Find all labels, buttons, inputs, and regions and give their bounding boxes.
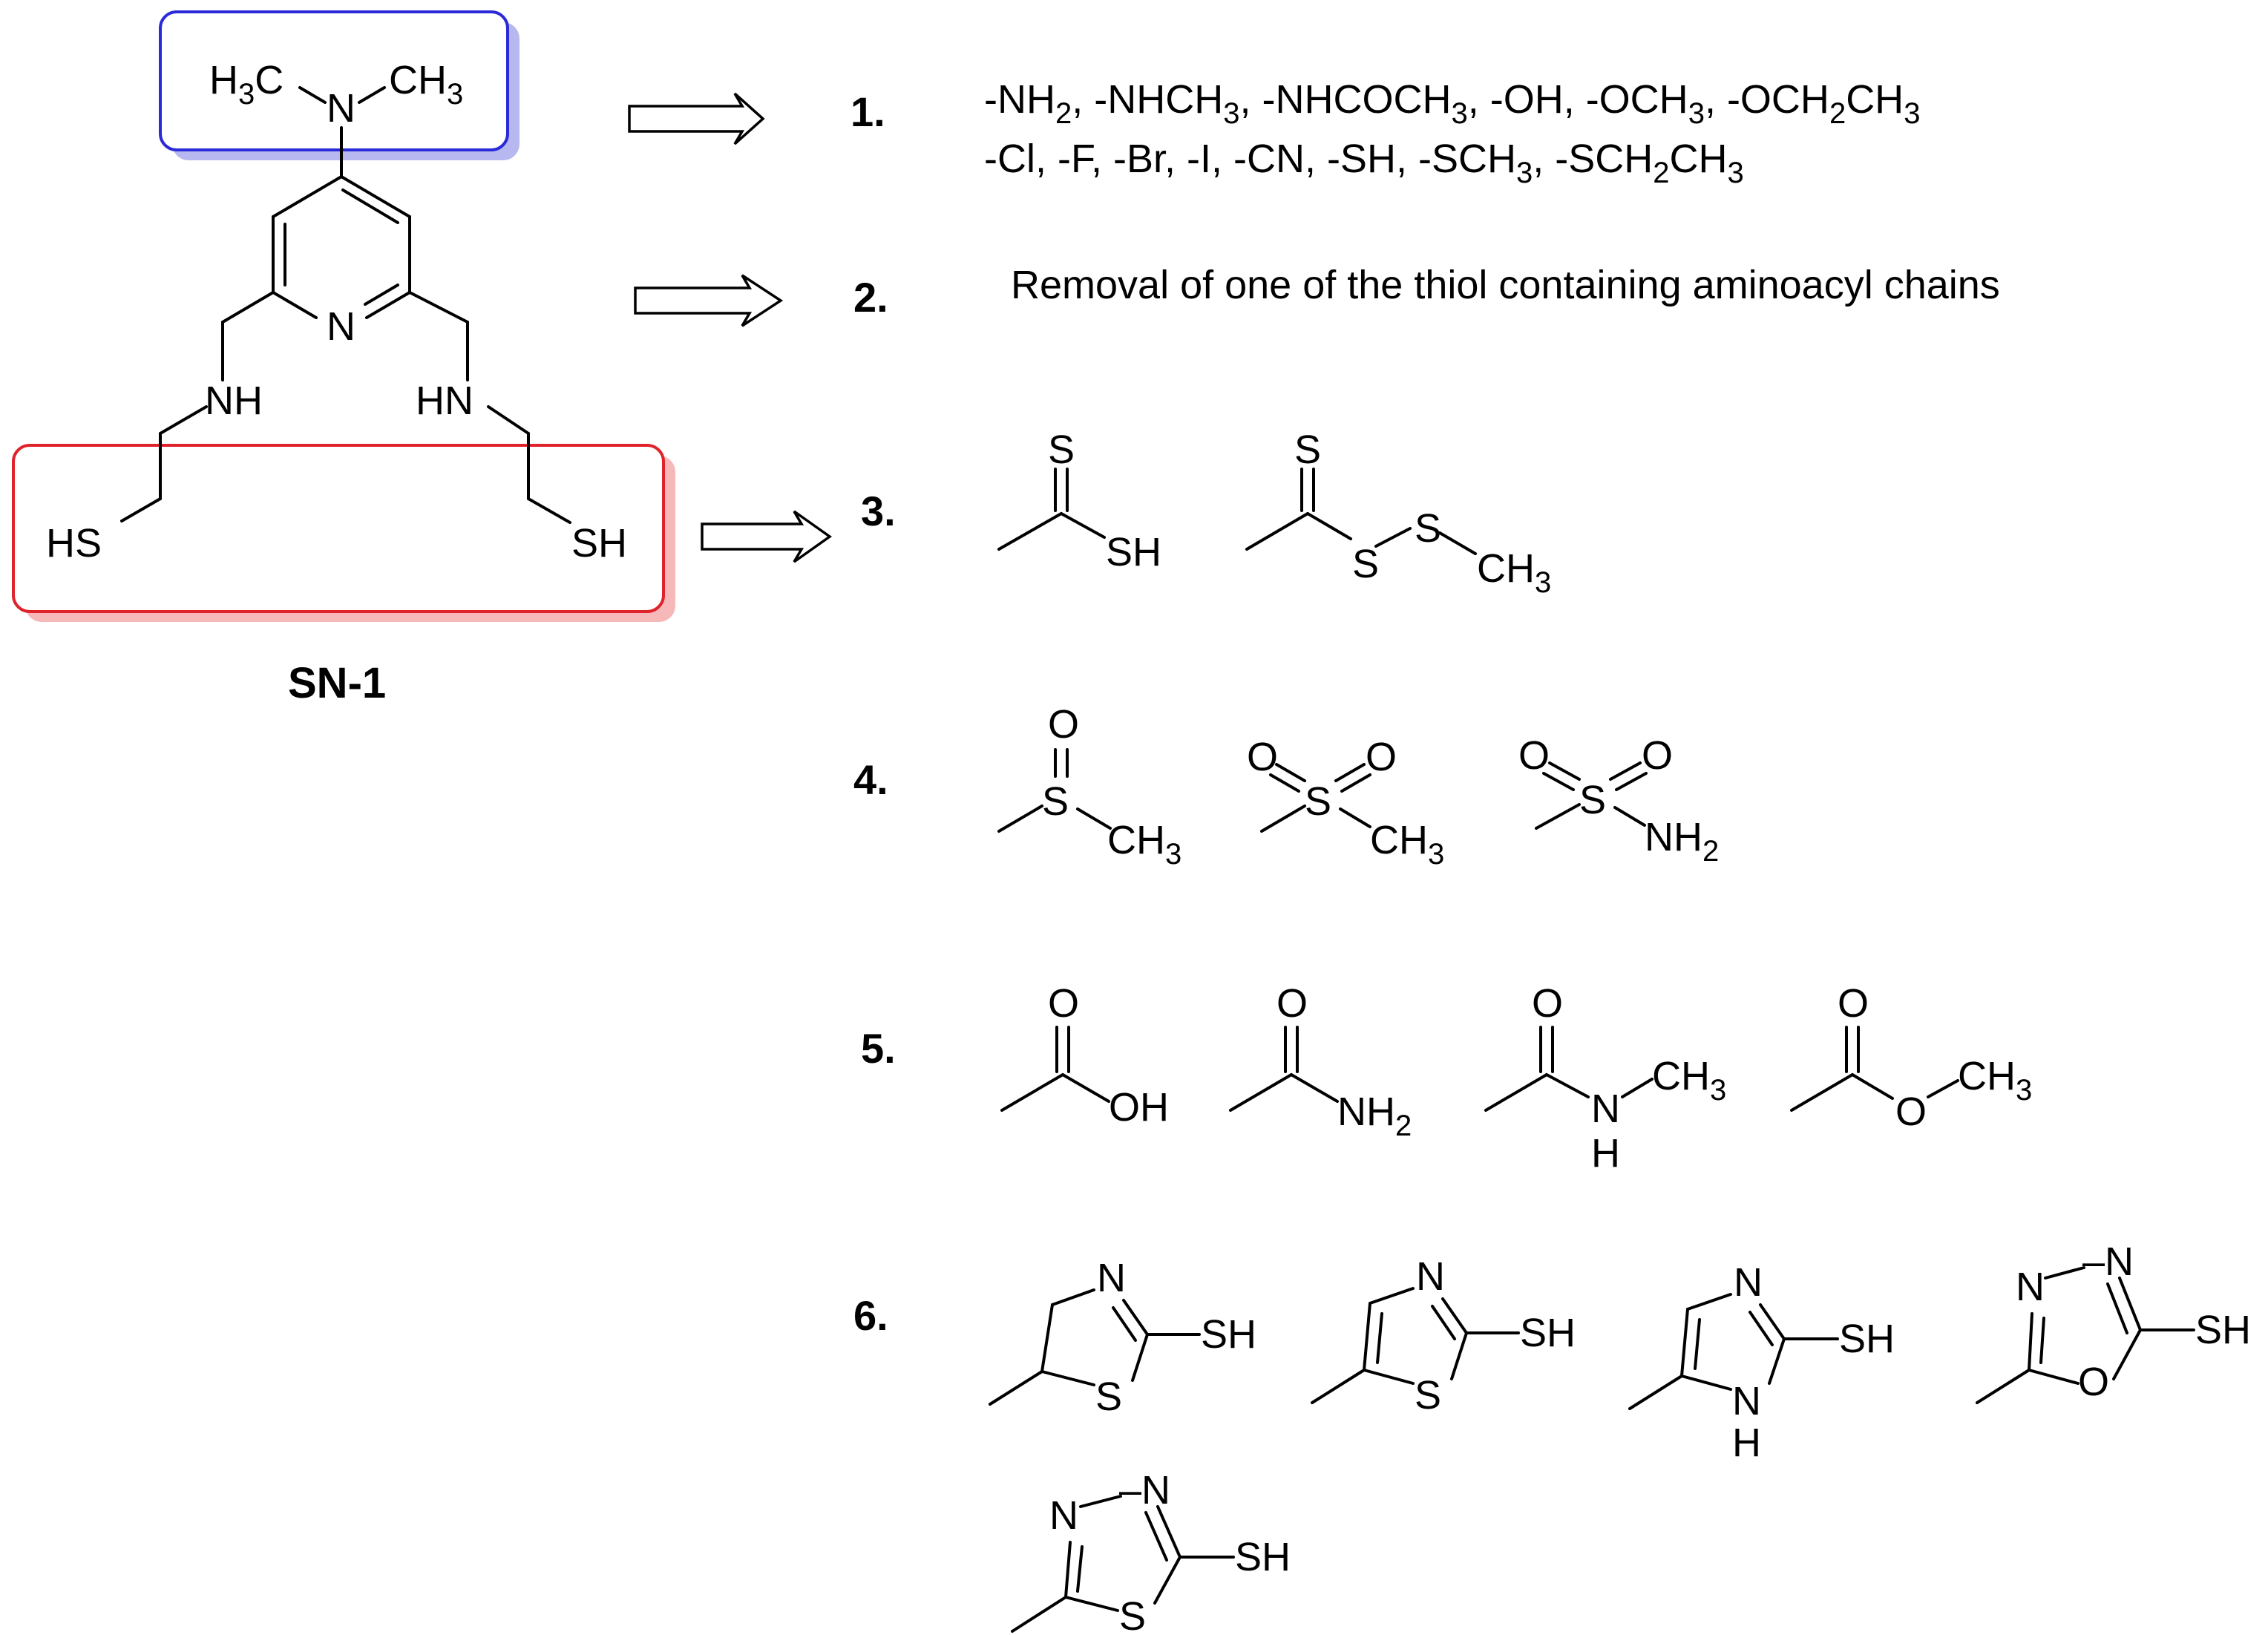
svg-text:O: O bbox=[1048, 702, 1079, 747]
svg-text:CH3: CH3 bbox=[1107, 818, 1181, 871]
thiadiazole-thiol-group: N –N S SH bbox=[1011, 1468, 1291, 1635]
substituent-list-line-1: -NH2, -NHCH3, -NHCOCH3, -OH, -OCH3, -OCH… bbox=[984, 77, 1920, 130]
trithioperoxy-ester-group: S S S CH3 bbox=[1245, 427, 1551, 599]
svg-text:SH: SH bbox=[1106, 530, 1161, 574]
row-number-3: 3. bbox=[861, 488, 896, 534]
row-number-2: 2. bbox=[853, 274, 888, 321]
compound-label: SN-1 bbox=[288, 659, 386, 707]
svg-text:OH: OH bbox=[1109, 1085, 1169, 1130]
svg-text:H: H bbox=[1591, 1131, 1620, 1176]
svg-text:O: O bbox=[1838, 981, 1869, 1026]
modification-2-text: Removal of one of the thiol containing a… bbox=[1011, 263, 2000, 307]
svg-text:SH: SH bbox=[1235, 1535, 1291, 1579]
svg-text:O: O bbox=[1276, 981, 1308, 1026]
svg-text:N: N bbox=[1097, 1256, 1126, 1300]
right-thiol: SH bbox=[571, 521, 627, 566]
svg-text:S: S bbox=[1305, 779, 1331, 824]
svg-text:NH2: NH2 bbox=[1645, 815, 1719, 868]
svg-text:S: S bbox=[1352, 542, 1379, 586]
thiol-highlight-box bbox=[12, 444, 665, 613]
carboxylic-acid-group: O OH bbox=[1000, 981, 1169, 1130]
left-amine-nh: NH bbox=[205, 379, 263, 423]
amine-nitrogen: N bbox=[327, 86, 355, 131]
row-number-1: 1. bbox=[850, 88, 885, 135]
svg-text:SH: SH bbox=[2195, 1308, 2251, 1352]
oxadiazole-n2: –N bbox=[2082, 1239, 2134, 1284]
svg-text:SH: SH bbox=[1839, 1317, 1895, 1361]
svg-text:N: N bbox=[1732, 1379, 1761, 1423]
svg-text:S: S bbox=[1415, 506, 1441, 551]
svg-text:S: S bbox=[1095, 1374, 1122, 1419]
sulfonamide-group: S O O NH2 bbox=[1518, 733, 1719, 868]
amine-highlight-box bbox=[159, 10, 509, 151]
n-methyl-amide-group: O N H CH3 bbox=[1484, 981, 1726, 1176]
svg-text:H: H bbox=[1732, 1421, 1761, 1465]
svg-text:CH3: CH3 bbox=[1477, 546, 1551, 599]
sn1-structure: H3C N CH3 N NH HS HN bbox=[12, 10, 675, 707]
svg-text:N: N bbox=[1049, 1493, 1078, 1538]
left-thiol: HS bbox=[46, 521, 102, 566]
methylsulfinyl-group: S O CH3 bbox=[997, 702, 1181, 871]
svg-text:S: S bbox=[1042, 779, 1069, 824]
svg-text:O: O bbox=[1532, 981, 1563, 1026]
svg-text:SH: SH bbox=[1520, 1311, 1576, 1355]
thiazoline-thiol-group: N S SH bbox=[989, 1256, 1256, 1419]
arrow-1 bbox=[628, 92, 765, 145]
pyridine-nitrogen: N bbox=[327, 304, 355, 349]
svg-text:NH2: NH2 bbox=[1337, 1090, 1412, 1142]
svg-text:N: N bbox=[1416, 1254, 1445, 1299]
svg-text:S: S bbox=[1048, 427, 1075, 472]
dithioic-acid-group: S SH bbox=[997, 427, 1161, 574]
svg-text:CH3: CH3 bbox=[1370, 818, 1444, 871]
thiadiazole-n2: –N bbox=[1119, 1468, 1170, 1513]
svg-text:N: N bbox=[2016, 1265, 2045, 1309]
svg-text:CH3: CH3 bbox=[1652, 1054, 1726, 1107]
svg-text:O: O bbox=[1048, 981, 1079, 1026]
amide-group: O NH2 bbox=[1229, 981, 1412, 1142]
right-amine-hn: HN bbox=[416, 379, 473, 423]
svg-text:O: O bbox=[2078, 1360, 2109, 1404]
row-number-4: 4. bbox=[853, 756, 888, 803]
svg-text:N: N bbox=[1591, 1087, 1620, 1131]
svg-text:S: S bbox=[1415, 1373, 1441, 1418]
methylsulfonyl-group: S O O CH3 bbox=[1247, 735, 1444, 871]
arrow-2 bbox=[634, 274, 784, 327]
svg-text:O: O bbox=[1247, 735, 1278, 779]
svg-text:N: N bbox=[1734, 1260, 1763, 1305]
pyridine-ring bbox=[272, 175, 411, 319]
substituent-list-line-2: -Cl, -F, -Br, -I, -CN, -SH, -SCH3, -SCH2… bbox=[984, 137, 1744, 189]
svg-text:O: O bbox=[1895, 1090, 1927, 1134]
svg-text:SH: SH bbox=[1201, 1312, 1256, 1357]
amine-methyl-left: H3C bbox=[209, 58, 284, 111]
svg-text:O: O bbox=[1642, 733, 1673, 778]
svg-text:O: O bbox=[1366, 735, 1397, 779]
svg-text:S: S bbox=[1579, 778, 1606, 822]
arrow-3 bbox=[701, 510, 833, 563]
svg-text:S: S bbox=[1119, 1594, 1146, 1635]
imidazole-thiol-group: N N H SH bbox=[1628, 1260, 1895, 1465]
oxadiazole-thiol-group: N –N O SH bbox=[1976, 1239, 2251, 1404]
svg-text:O: O bbox=[1518, 733, 1550, 778]
row-number-5: 5. bbox=[861, 1025, 896, 1072]
row-number-6: 6. bbox=[853, 1292, 888, 1339]
methyl-ester-group: O O CH3 bbox=[1790, 981, 2032, 1134]
svg-text:S: S bbox=[1294, 427, 1321, 472]
svg-text:CH3: CH3 bbox=[1958, 1054, 2032, 1107]
thiazole-thiol-group: N S SH bbox=[1311, 1254, 1576, 1418]
